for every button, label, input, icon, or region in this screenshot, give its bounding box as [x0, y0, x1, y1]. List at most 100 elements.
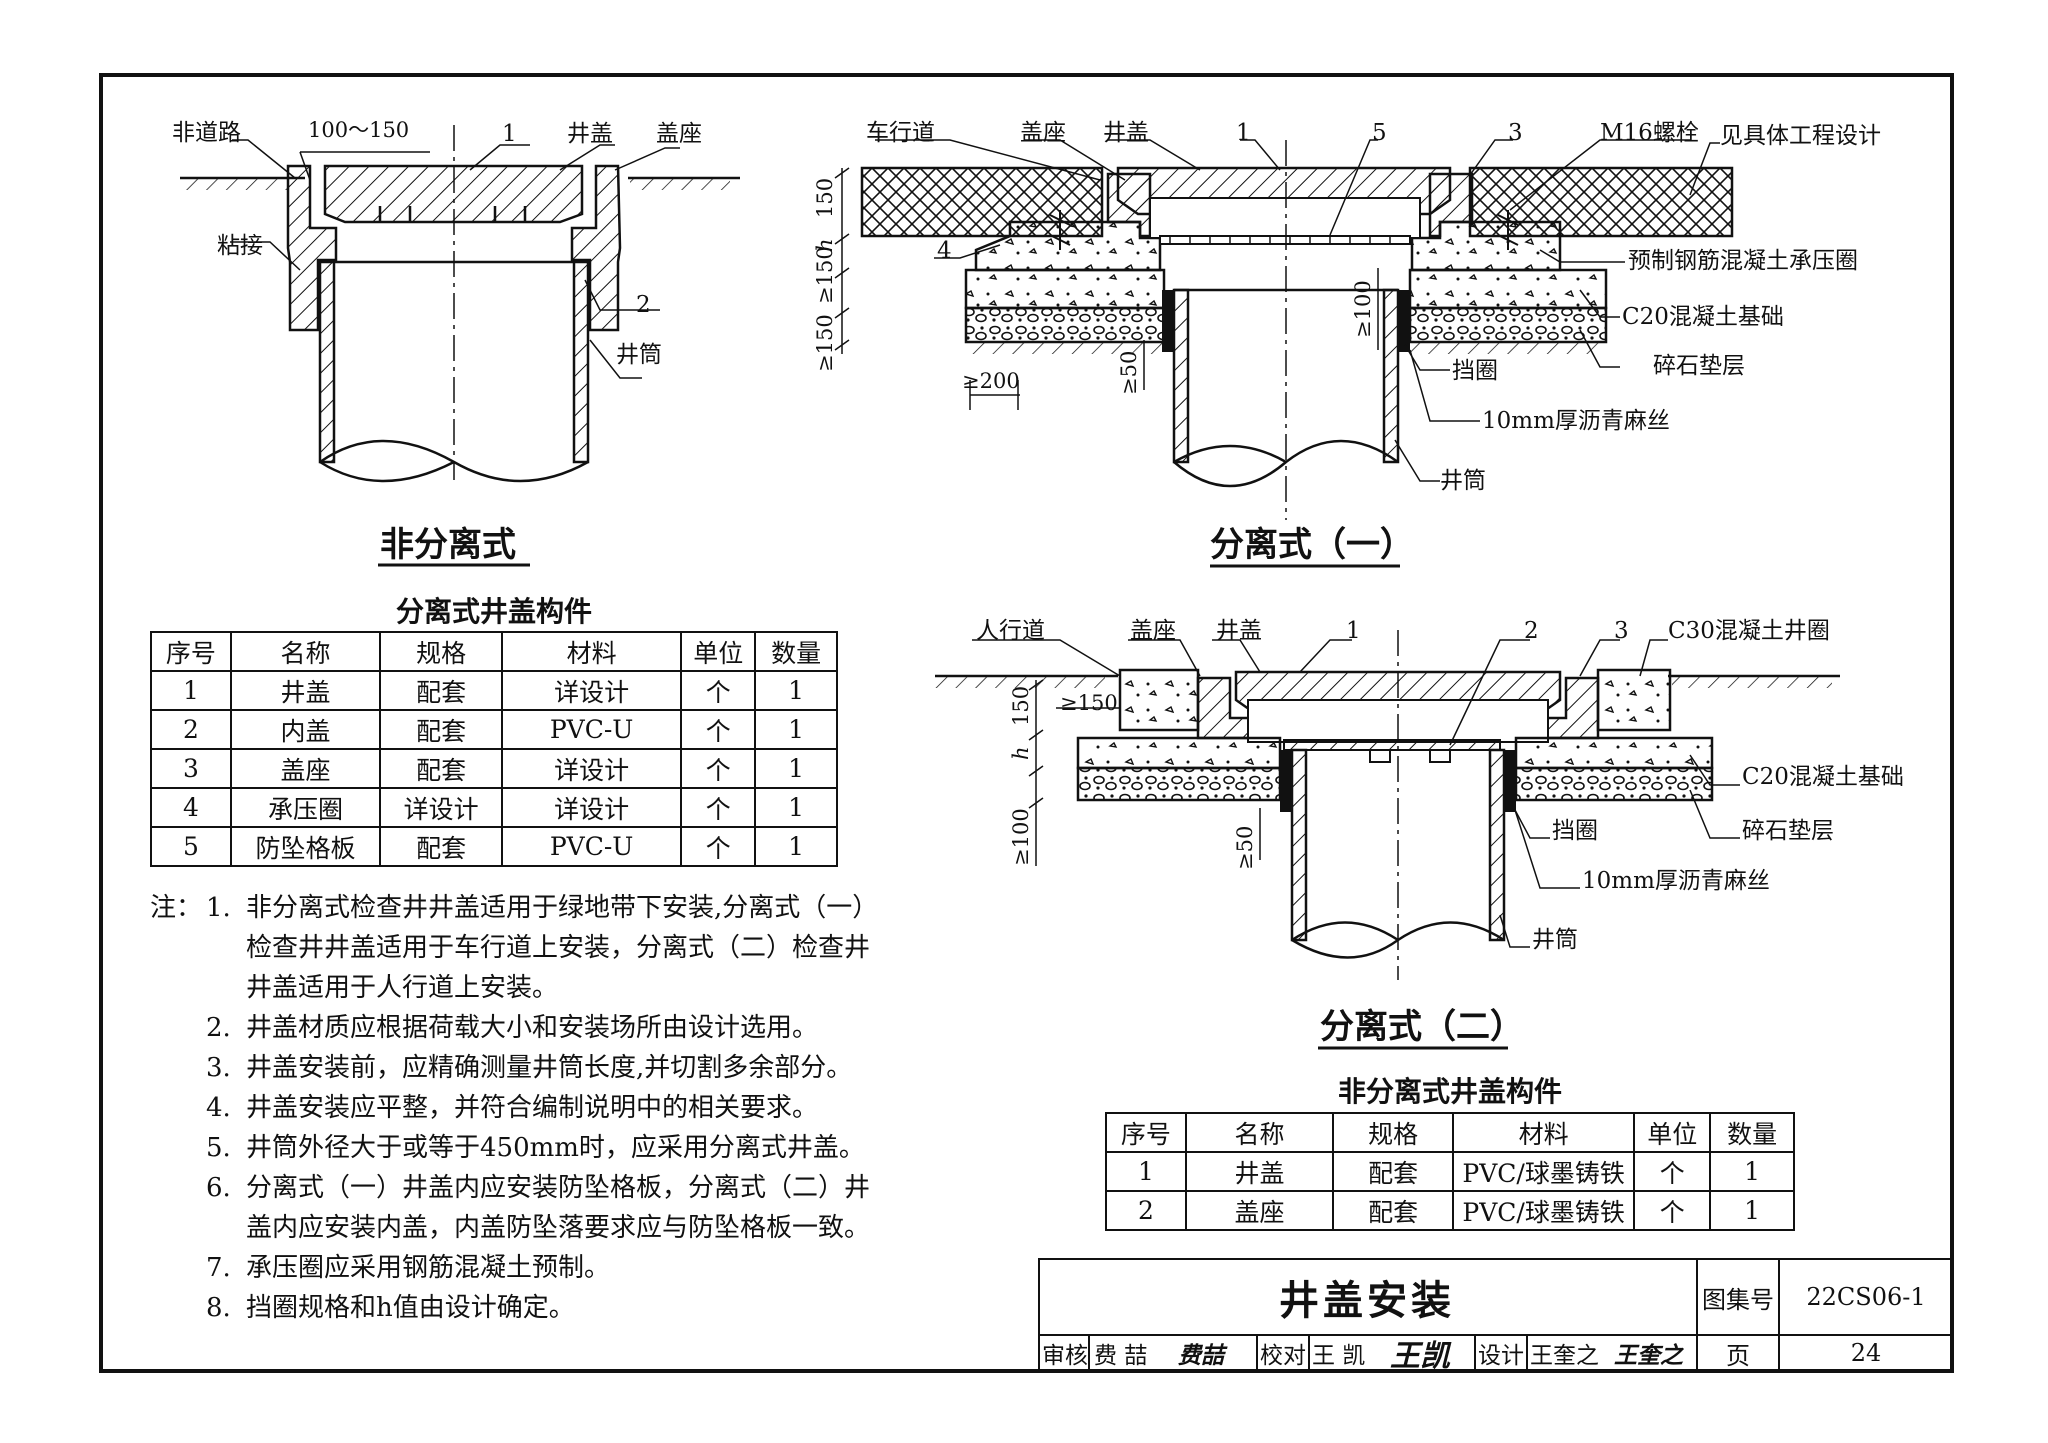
table-cell: 个 — [680, 748, 757, 789]
note-text: 井盖安装前，应精确测量井筒长度,并切割多余部分。 — [246, 1053, 853, 1083]
table-cell: 个 — [1633, 1151, 1712, 1192]
label-asphalt: 10mm厚沥青麻丝 — [1582, 868, 1770, 894]
header-cell: 序号 — [1105, 1112, 1187, 1153]
table-cell: 详设计 — [500, 670, 683, 711]
note-item: 8. 挡圈规格和h值由设计确定。 — [206, 1288, 906, 1328]
dim-150: ≥150 — [1060, 691, 1118, 715]
table-cell: 1 — [754, 670, 838, 711]
label-cover: 井盖 — [1103, 120, 1149, 146]
reviewer-signature: 费喆 — [1178, 1342, 1224, 1369]
table-cell: 4 — [150, 787, 232, 828]
note-text: 井盖安装应平整，并符合编制说明中的相关要求。 — [246, 1093, 819, 1123]
label-gap: 100～150 — [308, 118, 409, 142]
note-text: 非分离式检查井井盖适用于绿地带下安装,分离式（一） 检查井井盖适用于车行道上安装，… — [246, 888, 906, 1008]
table-cell: 1 — [754, 826, 838, 867]
note-line: 检查井井盖适用于车行道上安装，分离式（二）检查井 — [246, 933, 871, 963]
table-separated-title: 分离式井盖构件 — [395, 595, 592, 628]
atlas-label: 图集号 — [1698, 1258, 1780, 1336]
label-seat: 盖座 — [656, 121, 702, 147]
table-non-separated-title: 非分离式井盖构件 — [1337, 1075, 1562, 1108]
label-cover: 井盖 — [1216, 618, 1262, 644]
note-item: 3. 井盖安装前，应精确测量井筒长度,并切割多余部分。 — [206, 1048, 906, 1088]
note-number: 7. — [206, 1253, 231, 1283]
check-label: 校对 — [1260, 1343, 1306, 1369]
header-cell: 序号 — [150, 631, 232, 672]
table-cell: 个 — [680, 670, 757, 711]
label-gravel: 碎石垫层 — [1742, 818, 1834, 844]
table-cell: 承压圈 — [229, 787, 382, 828]
page-label: 页 — [1698, 1336, 1780, 1370]
review-label: 审核 — [1042, 1343, 1088, 1369]
table-cell: 详设计 — [500, 787, 683, 828]
label-asphalt: 10mm厚沥青麻丝 — [1482, 408, 1670, 434]
label-seat: 盖座 — [1130, 618, 1176, 644]
table-cell: 3 — [150, 748, 232, 789]
checker-signature: 王凯 — [1390, 1339, 1450, 1374]
note-number: 8. — [206, 1293, 231, 1323]
table-cell: 配套 — [379, 826, 503, 867]
table-cell: 个 — [680, 826, 757, 867]
design-label: 设计 — [1478, 1343, 1524, 1369]
label-glue: 粘接 — [217, 233, 263, 259]
drawing-title: 井盖安装 — [1038, 1258, 1698, 1336]
label-stop-ring: 挡圈 — [1452, 358, 1498, 384]
label-gravel: 碎石垫层 — [1653, 353, 1745, 379]
header-cell: 材料 — [500, 631, 683, 672]
header-cell: 名称 — [229, 631, 382, 672]
note-item: 5.井筒外径大于或等于450mm时，应采用分离式井盖。 — [206, 1128, 906, 1168]
label-seat: 盖座 — [1020, 120, 1066, 146]
dim-100: ≥100 — [1351, 280, 1375, 338]
header-cell: 数量 — [754, 631, 838, 672]
note-number: 3. — [206, 1053, 231, 1083]
caption-separated-2: 分离式（二） — [1320, 1007, 1524, 1047]
note-text: 挡圈规格和h值由设计确定。 — [246, 1293, 575, 1323]
table-header-row: 序号 名称 规格 材料 单位 数量 — [150, 631, 838, 672]
table-cell: 内盖 — [229, 709, 382, 750]
table-cell: 5 — [150, 826, 232, 867]
note-line: 井盖适用于人行道上安装。 — [246, 973, 559, 1003]
label-cover: 井盖 — [567, 121, 613, 147]
table-cell: 1 — [754, 748, 838, 789]
label-item-1: 1 — [502, 121, 517, 147]
table-cell: 盖座 — [1184, 1190, 1335, 1231]
label-shaft: 井筒 — [1440, 468, 1486, 494]
table-cell: 1 — [1709, 1151, 1795, 1192]
detail-non-separated: 非道路 100～150 1 井盖 盖座 粘接 2 井筒 非分离式 — [172, 118, 740, 567]
note-number: 6. — [206, 1173, 231, 1203]
table-cell: PVC/球墨铸铁 — [1451, 1151, 1636, 1192]
detail-separated-2: 人行道 盖座 井盖 1 2 3 C30混凝土井圈 ≥150 150 h ≥100… — [935, 618, 1904, 1050]
label-carriageway: 车行道 — [866, 120, 935, 146]
label-shaft: 井筒 — [1532, 927, 1578, 953]
table-cell: PVC/球墨铸铁 — [1451, 1190, 1636, 1231]
label-stop-ring: 挡圈 — [1552, 818, 1598, 844]
header-cell: 单位 — [680, 631, 757, 672]
note-number: 5. — [206, 1133, 231, 1163]
table-cell: 1 — [754, 709, 838, 750]
detail-separated-1: 车行道 盖座 井盖 1 5 3 M16螺栓 见具体工程设计 4 预制钢筋混凝土承… — [813, 120, 1881, 568]
table-cell: 配套 — [1332, 1151, 1454, 1192]
table-header-row: 序号 名称 规格 材料 单位 数量 — [1105, 1112, 1795, 1153]
note-number: 1. — [206, 893, 231, 923]
table-cell: 1 — [1709, 1190, 1795, 1231]
label-shaft: 井筒 — [616, 342, 662, 368]
note-number: 4. — [206, 1093, 231, 1123]
table-cell: 配套 — [379, 670, 503, 711]
note-line: 非分离式检查井井盖适用于绿地带下安装,分离式（一） — [246, 893, 879, 923]
label-c20-base: C20混凝土基础 — [1742, 764, 1904, 790]
caption-non-separated: 非分离式 — [380, 525, 516, 565]
table-cell: 个 — [1633, 1190, 1712, 1231]
label-item-2: 2 — [636, 292, 651, 318]
note-line: 盖内应安装内盖，内盖防坠落要求应与防坠格板一致。 — [246, 1213, 871, 1243]
note-text: 井盖材质应根据荷载大小和安装场所由设计选用。 — [246, 1013, 819, 1043]
label-item-1: 1 — [1346, 618, 1361, 644]
table-cell: 详设计 — [500, 748, 683, 789]
label-item-3: 3 — [1614, 618, 1629, 644]
note-item: 4. 井盖安装应平整，并符合编制说明中的相关要求。 — [206, 1088, 906, 1128]
